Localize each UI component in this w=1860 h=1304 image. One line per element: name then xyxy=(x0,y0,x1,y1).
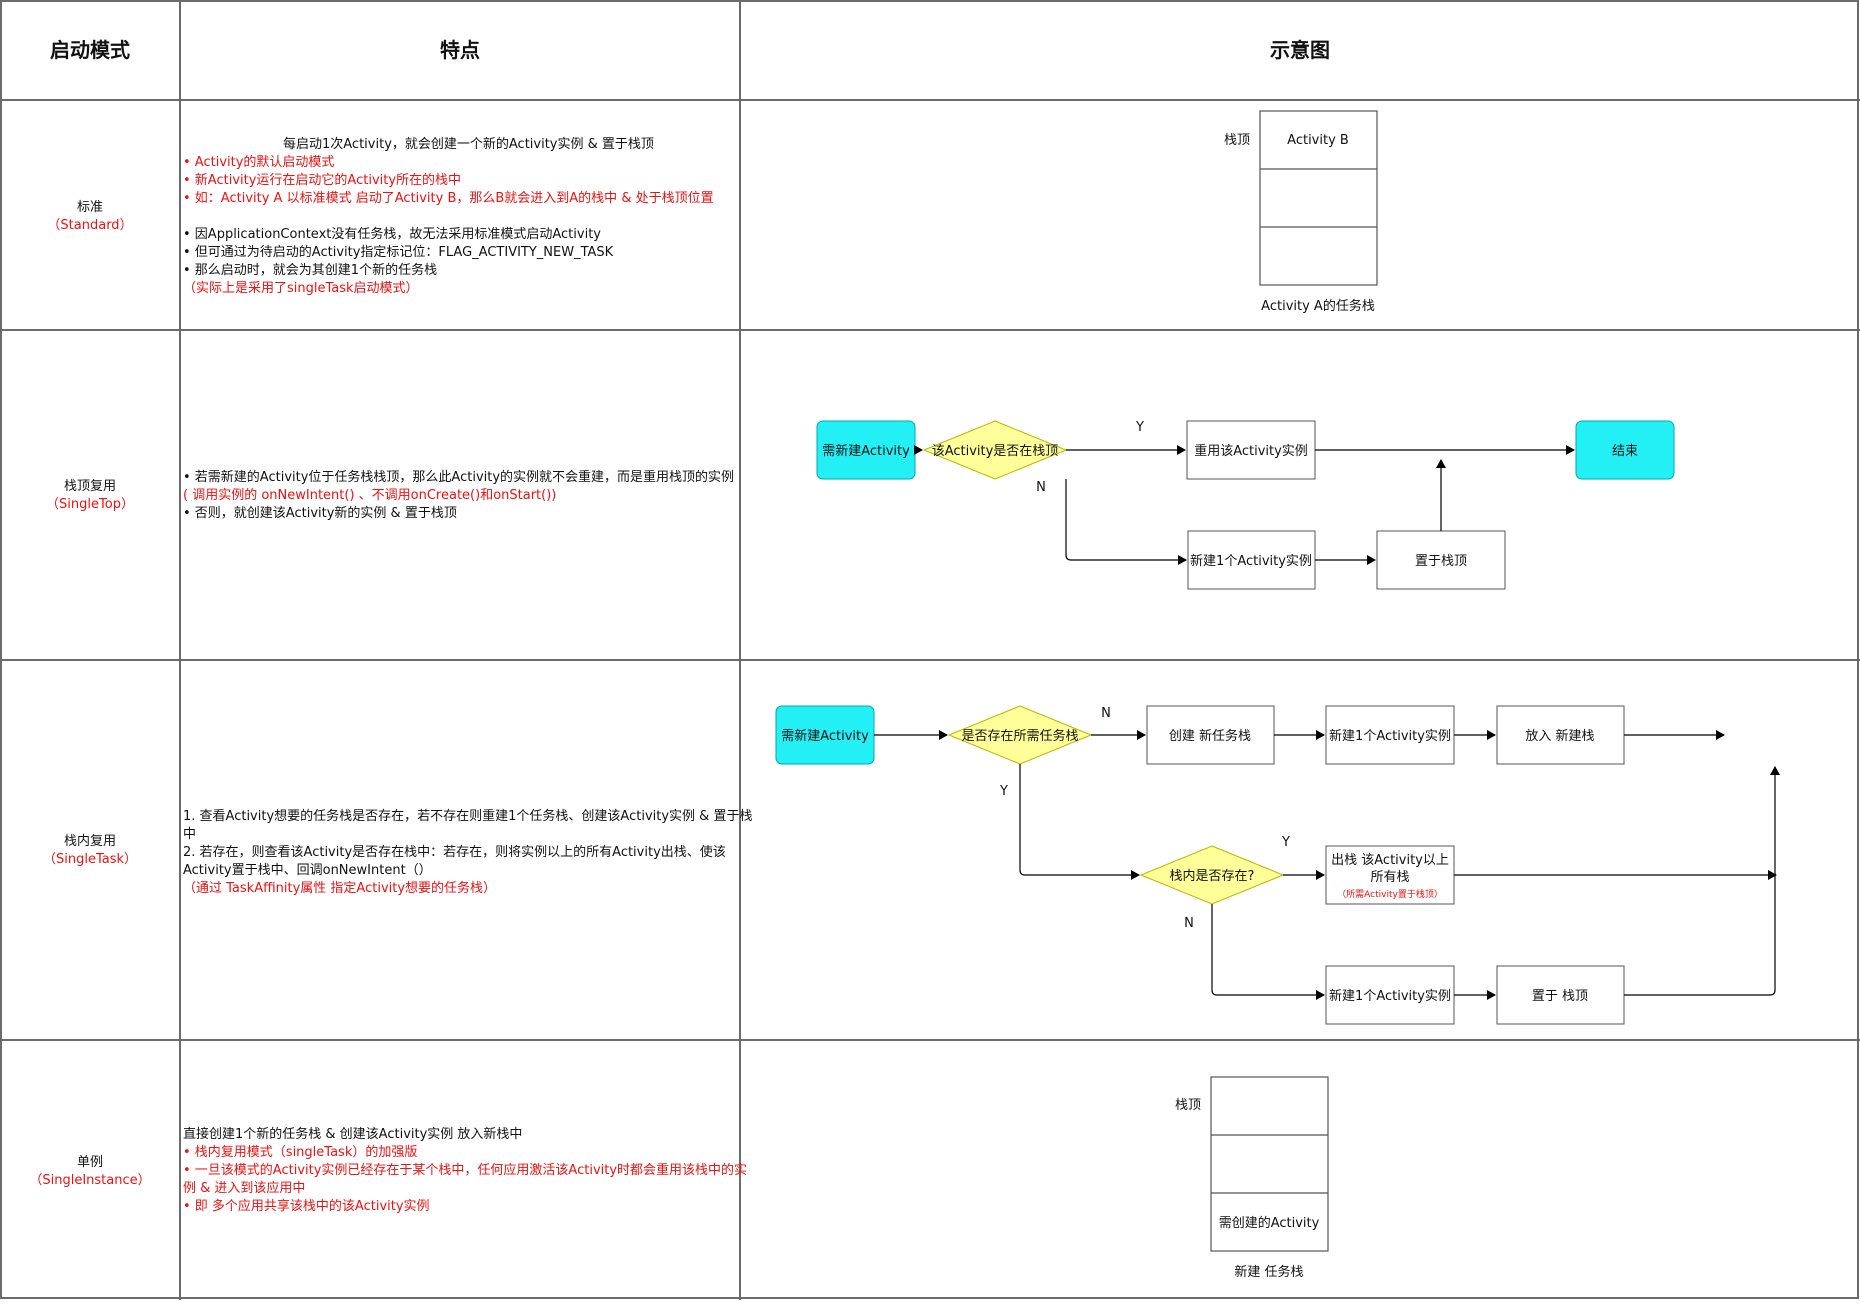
description-line: • 即 多个应用共享该栈中的该Activity实例 xyxy=(183,1198,430,1214)
flow-put-new-stack-label: 放入 新建栈 xyxy=(1525,728,1594,744)
description-singleinstance: 直接创建1个新的任务栈 & 创建该Activity实例 放入新栈中 • 栈内复用模… xyxy=(183,1126,747,1214)
description-line: • Activity的默认启动模式 xyxy=(183,154,334,170)
singletop-flowchart: 需新建Activity 该Activity是否在栈顶 Y N 重用该Activi… xyxy=(816,420,1675,590)
flow-decision-stack-exists-label: 是否存在所需任务栈 xyxy=(961,728,1078,744)
flow-y2-label: Y xyxy=(1281,835,1290,850)
mode-en-singletask: （SingleTask） xyxy=(43,852,137,867)
description-line: • 但可通过为待启动的Activity指定标记位：FLAG_ACTIVITY_N… xyxy=(183,244,614,260)
flow-yes-label: Y xyxy=(1135,420,1144,435)
flow-no-label: N xyxy=(1036,480,1046,495)
flow-end-label: 结束 xyxy=(1612,444,1638,459)
flow-new-instance-label-a: 新建1个Activity实例 xyxy=(1329,728,1451,744)
standard-stack-diagram: 栈顶 Activity B Activity A的任务栈 xyxy=(1224,110,1378,314)
stack-caption: 新建 任务栈 xyxy=(1234,1264,1303,1280)
flow-start-label: 需新建Activity xyxy=(822,443,910,459)
flow-pop-note: （所需Activity置于栈顶） xyxy=(1337,888,1443,900)
description-line: 每启动1次Activity，就会创建一个新的Activity实例 & 置于栈顶 xyxy=(283,136,654,152)
header-diagram: 示意图 xyxy=(1270,38,1330,62)
description-singletask: 1. 查看Activity想要的任务栈是否存在，若不存在则重建1个任务栈、创建该… xyxy=(183,808,752,896)
description-standard: 每启动1次Activity，就会创建一个新的Activity实例 & 置于栈顶 •… xyxy=(183,136,714,296)
description-line: • 栈内复用模式（singleTask）的加强版 xyxy=(183,1144,417,1160)
connector-decision1-decision2 xyxy=(1019,764,1140,880)
flow-end-node xyxy=(1575,420,1675,480)
flow-create-stack-label: 创建 新任务栈 xyxy=(1169,728,1251,744)
task-stack xyxy=(1259,110,1378,286)
flow-push-top-node xyxy=(1496,965,1625,1025)
connector-decision-new xyxy=(1065,479,1187,565)
stack-slot-activity-b: Activity B xyxy=(1287,133,1349,148)
singletask-flowchart: 需新建Activity 是否存在所需任务栈 N Y 创建 新任务栈 新建1个Ac… xyxy=(775,705,1780,1025)
stack-slot-required-activity: 需创建的Activity xyxy=(1219,1215,1320,1231)
description-singletop: • 若需新建的Activity位于任务栈栈顶，那么此Activity的实例就不会… xyxy=(183,469,734,521)
description-line: • 一旦该模式的Activity实例已经存在于某个栈中，任何应用激活该Activ… xyxy=(183,1162,747,1178)
mode-name-singleinstance: 单例 xyxy=(77,1155,103,1170)
flow-pop-label-1: 出栈 该Activity以上 xyxy=(1331,853,1449,868)
description-line: ( 调用实例的 onNewIntent() 、不调用onCreate()和onS… xyxy=(183,487,556,503)
mode-en-singleinstance: （SingleInstance） xyxy=(29,1173,150,1188)
header-launch-mode: 启动模式 xyxy=(50,38,130,62)
header-features: 特点 xyxy=(440,38,480,62)
flow-decision-in-stack-label: 栈内是否存在? xyxy=(1170,868,1255,884)
mode-name-standard: 标准 xyxy=(77,200,103,215)
description-line: • 如：Activity A 以标准模式 启动了Activity B，那么B就会… xyxy=(183,190,714,206)
connector-decision2-new xyxy=(1211,904,1325,1000)
flow-pop-node xyxy=(1325,845,1455,905)
description-line: • 那么启动时，就会为其创建1个新的任务栈 xyxy=(183,262,437,278)
description-line: 例 & 进入到该应用中 xyxy=(183,1180,305,1196)
description-line: • 新Activity运行在启动它的Activity所在的栈中 xyxy=(183,172,461,188)
flow-new-instance-node xyxy=(1187,530,1316,590)
description-line: 2. 若存在，则查看该Activity是否存在栈中：若存在，则将实例以上的所有A… xyxy=(183,844,726,860)
connector-push-up xyxy=(1624,766,1780,996)
flow-reuse-label: 重用该Activity实例 xyxy=(1194,443,1308,459)
description-line: • 若需新建的Activity位于任务栈栈顶，那么此Activity的实例就不会… xyxy=(183,469,734,485)
description-line: 中 xyxy=(183,827,196,842)
flow-create-stack-node xyxy=(1146,705,1275,765)
description-line: Activity置于栈中、回调onNewIntent（） xyxy=(183,863,432,878)
description-line: （实际上是采用了singleTask启动模式） xyxy=(183,281,419,296)
flow-y1-label: Y xyxy=(999,784,1008,799)
flow-n2-label: N xyxy=(1184,916,1194,931)
singletop-connectors xyxy=(914,445,1575,565)
flow-new-instance-label-b: 新建1个Activity实例 xyxy=(1329,988,1451,1004)
new-task-stack xyxy=(1210,1076,1329,1252)
mode-name-singletask: 栈内复用 xyxy=(64,833,116,849)
description-line: 直接创建1个新的任务栈 & 创建该Activity实例 放入新栈中 xyxy=(183,1126,522,1142)
table-header: 启动模式 特点 示意图 xyxy=(50,38,1330,62)
flow-new-instance-node-b xyxy=(1325,965,1455,1025)
flow-reuse-node xyxy=(1186,420,1316,480)
mode-name-singletop: 栈顶复用 xyxy=(64,479,116,494)
description-line: • 因ApplicationContext没有任务栈，故无法采用标准模式启动Ac… xyxy=(183,226,601,242)
mode-column: 标准 （Standard） 栈顶复用 （SingleTop） 栈内复用 （Sin… xyxy=(29,200,150,1188)
stack-top-label: 栈顶 xyxy=(1224,133,1250,148)
flow-start-label: 需新建Activity xyxy=(781,728,869,744)
stack-caption: Activity A的任务栈 xyxy=(1261,298,1375,314)
flow-decision-label: 该Activity是否在栈顶 xyxy=(932,444,1059,459)
description-line: 1. 查看Activity想要的任务栈是否存在，若不存在则重建1个任务栈、创建该… xyxy=(183,808,752,824)
singleinstance-stack-diagram: 栈顶 需创建的Activity 新建 任务栈 xyxy=(1175,1076,1329,1280)
flow-pop-label-2: 所有栈 xyxy=(1370,870,1409,885)
singletask-connectors xyxy=(874,730,1780,1000)
mode-en-singletop: （SingleTop） xyxy=(46,497,134,512)
flow-push-top-label: 置于栈顶 xyxy=(1415,554,1467,569)
flow-new-instance-label: 新建1个Activity实例 xyxy=(1190,553,1312,569)
flow-push-top-label: 置于 栈顶 xyxy=(1532,989,1588,1004)
description-line: • 否则，就创建该Activity新的实例 & 置于栈顶 xyxy=(183,505,457,521)
mode-en-standard: （Standard） xyxy=(47,218,132,233)
flow-push-top-node xyxy=(1376,530,1506,590)
flow-n1-label: N xyxy=(1101,706,1111,721)
stack-top-label: 栈顶 xyxy=(1175,1098,1201,1113)
description-line: （通过 TaskAffinity属性 指定Activity想要的任务栈） xyxy=(183,880,496,896)
flow-put-new-stack-node xyxy=(1496,705,1625,765)
flow-decision-node xyxy=(922,420,1068,480)
